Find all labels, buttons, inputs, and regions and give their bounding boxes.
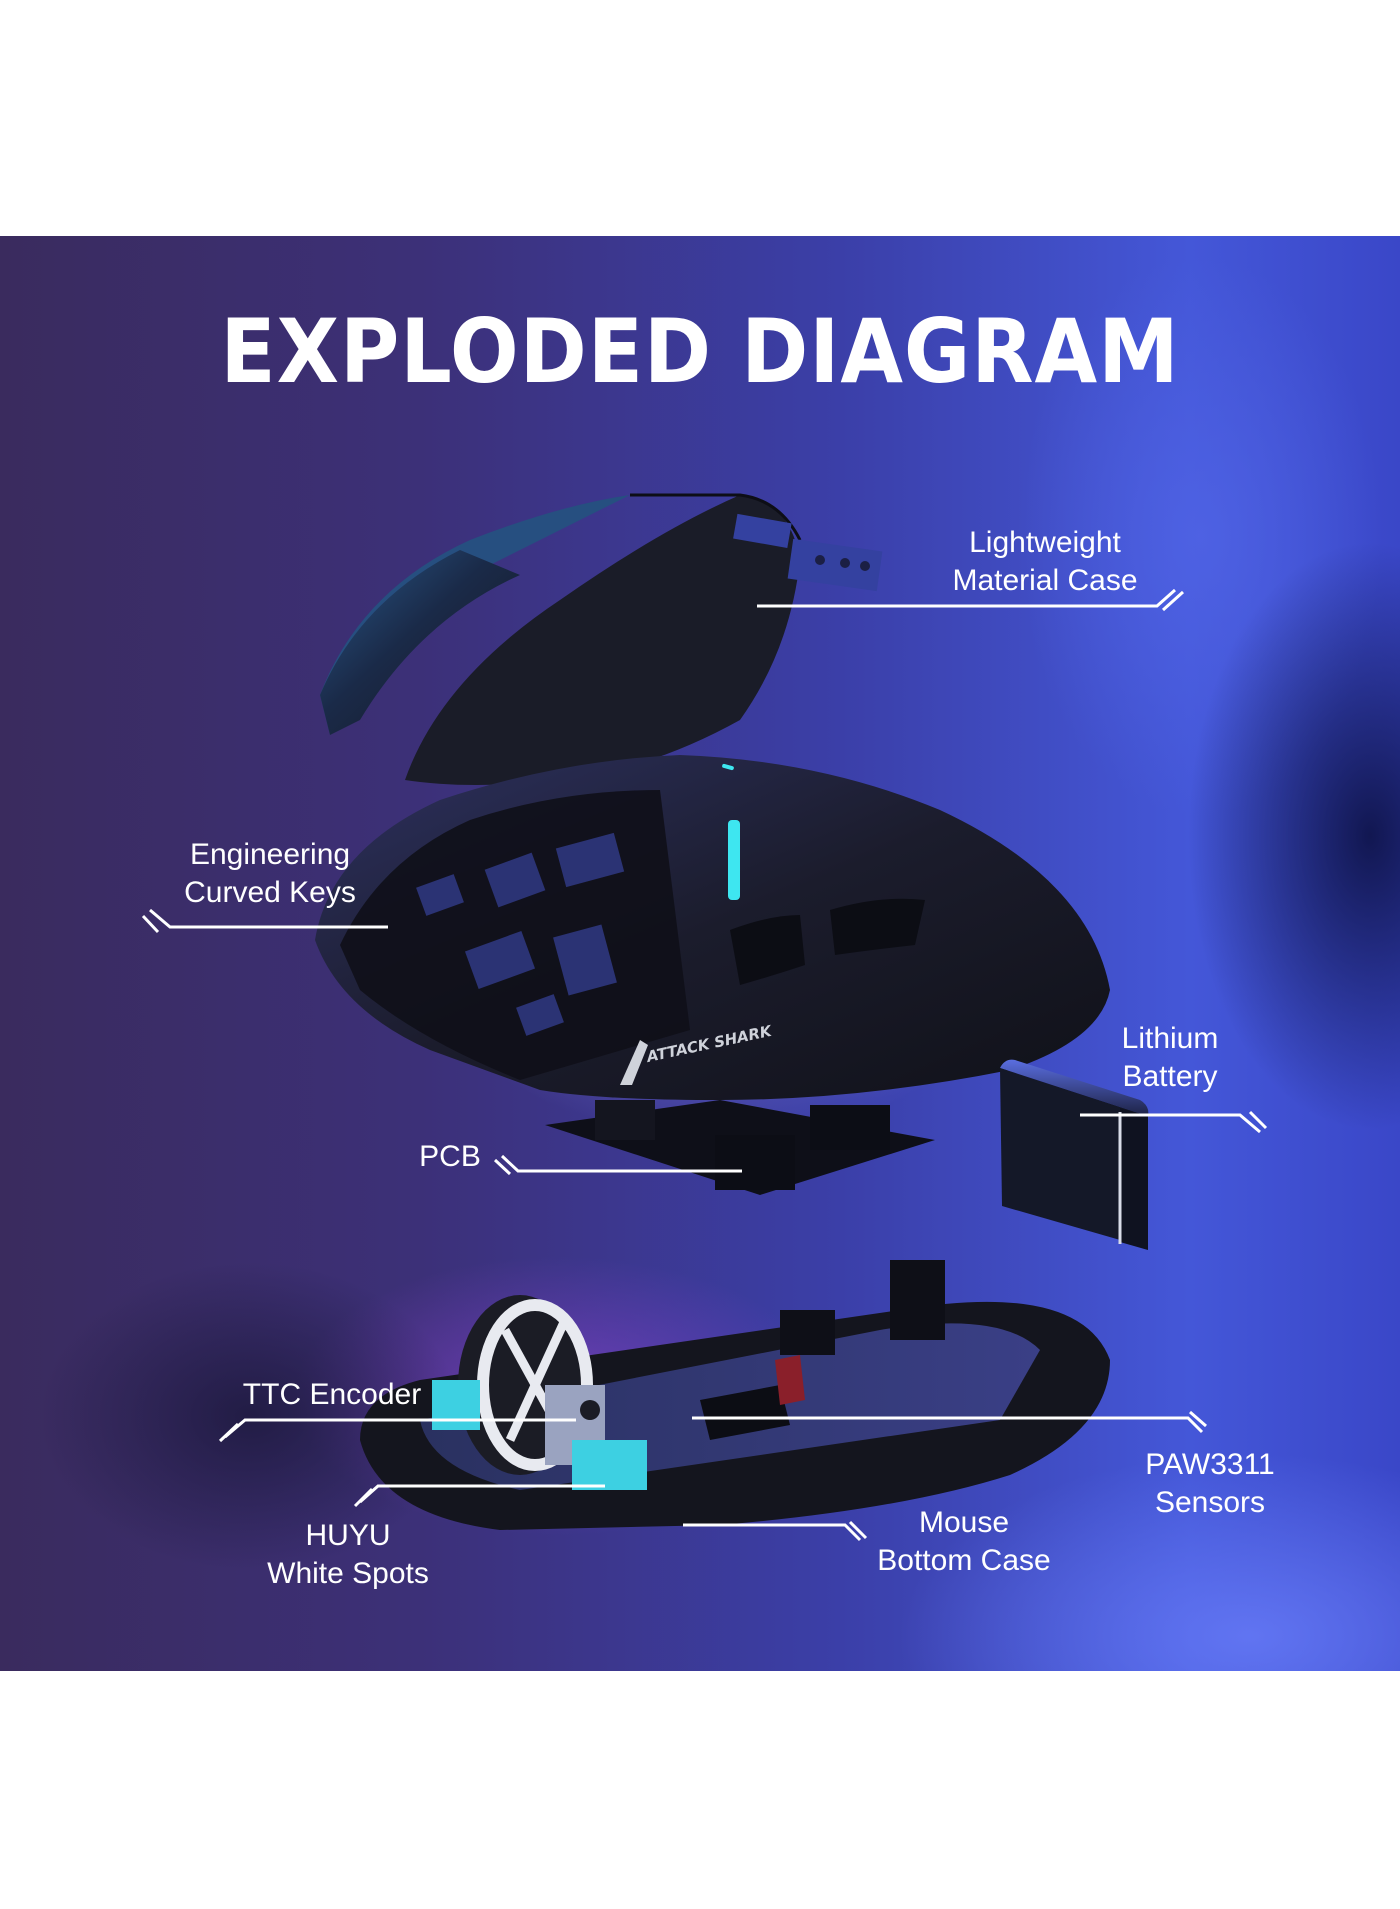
top-shell-component <box>320 493 883 785</box>
side-button-2 <box>830 898 925 955</box>
main-body-component: ATTACK SHARK <box>315 755 1110 1100</box>
callout-mouse-bottom-case: Mouse Bottom Case <box>864 1504 1064 1580</box>
rgb-light-strip <box>728 820 740 900</box>
callout-leader-lines <box>141 588 1268 1542</box>
page-title: EXPLODED DIAGRAM <box>220 300 1180 403</box>
callout-line2: Sensors <box>1154 1486 1266 1519</box>
callout-line1: Engineering <box>189 838 351 871</box>
callout-line1: PCB <box>419 1140 481 1173</box>
callout-line1: HUYU <box>305 1519 391 1552</box>
right-switch <box>572 1440 647 1490</box>
callout-huyu-white-spots: HUYU White Spots <box>248 1517 448 1593</box>
side-button-1 <box>730 915 805 985</box>
callout-line1: Lithium <box>1121 1022 1219 1055</box>
callout-line2: Bottom Case <box>877 1544 1051 1577</box>
callout-line2: Curved Keys <box>184 876 356 909</box>
left-switch <box>432 1380 480 1430</box>
callout-line1: Lightweight <box>969 526 1121 559</box>
callout-line1: PAW3311 <box>1145 1448 1275 1481</box>
callout-lightweight-material-case: Lightweight Material Case <box>945 524 1145 600</box>
callout-paw3311-sensors: PAW3311 Sensors <box>1120 1446 1300 1522</box>
callout-line2: White Spots <box>267 1557 429 1590</box>
callout-pcb: PCB <box>410 1138 490 1176</box>
pcb-component <box>545 1100 935 1195</box>
callout-engineering-curved-keys: Engineering Curved Keys <box>170 836 370 912</box>
bottom-case-component <box>360 1260 1110 1530</box>
lithium-battery-component <box>1000 1059 1149 1250</box>
callout-line2: Battery <box>1122 1060 1218 1093</box>
callout-line1: TTC Encoder <box>242 1378 422 1411</box>
callout-line2: Material Case <box>952 564 1138 597</box>
callout-lithium-battery: Lithium Battery <box>1090 1020 1250 1096</box>
callout-line1: Mouse <box>918 1506 1010 1539</box>
sensor-chip <box>700 1385 790 1440</box>
callout-ttc-encoder: TTC Encoder <box>232 1376 432 1414</box>
